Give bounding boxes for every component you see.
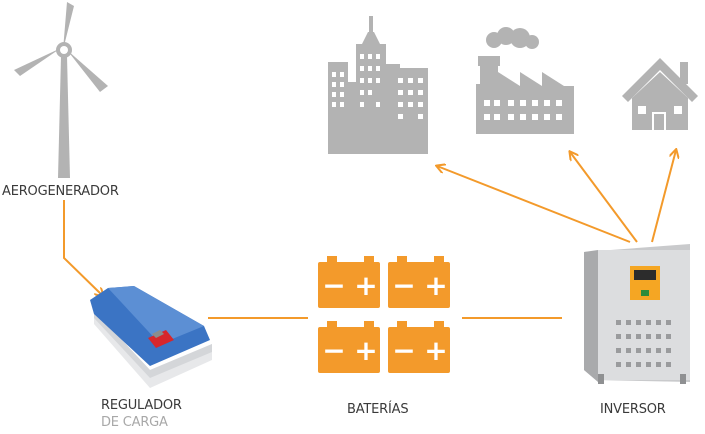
battery-1-positive-sign: + bbox=[354, 269, 377, 302]
inverter-icon bbox=[584, 244, 690, 384]
charge-regulator-sublabel: DE CARGA bbox=[101, 415, 168, 430]
house-icon bbox=[622, 58, 698, 130]
turbine-to-regulator-arrow bbox=[63, 200, 103, 296]
inverter-to-factory-arrow bbox=[570, 152, 638, 243]
charge-regulator-icon bbox=[90, 286, 212, 388]
battery-3-positive-sign: + bbox=[354, 334, 377, 367]
connection-lines bbox=[63, 150, 676, 319]
city-buildings-icon bbox=[328, 16, 428, 154]
inverter-to-house-arrow bbox=[651, 150, 676, 243]
battery-4-positive-sign: + bbox=[424, 334, 447, 367]
battery-2-negative-sign: − bbox=[392, 269, 415, 302]
battery-4-negative-sign: − bbox=[392, 334, 415, 367]
battery-1-negative-sign: − bbox=[322, 269, 345, 302]
battery-2 bbox=[388, 256, 450, 308]
inverter-to-city-arrow bbox=[437, 166, 631, 243]
battery-3-negative-sign: − bbox=[322, 334, 345, 367]
batteries-label: BATERÍAS bbox=[347, 402, 409, 417]
wind-turbine-label: AEROGENERADOR bbox=[2, 184, 119, 199]
battery-2-positive-sign: + bbox=[424, 269, 447, 302]
battery-4 bbox=[388, 321, 450, 373]
battery-1 bbox=[318, 256, 380, 308]
wind-turbine-icon bbox=[14, 2, 108, 178]
battery-3 bbox=[318, 321, 380, 373]
charge-regulator-label: REGULADOR bbox=[101, 398, 182, 413]
inverter-label: INVERSOR bbox=[600, 402, 666, 417]
battery-icon: − + − + − + − + bbox=[318, 256, 450, 373]
factory-icon bbox=[476, 27, 574, 134]
